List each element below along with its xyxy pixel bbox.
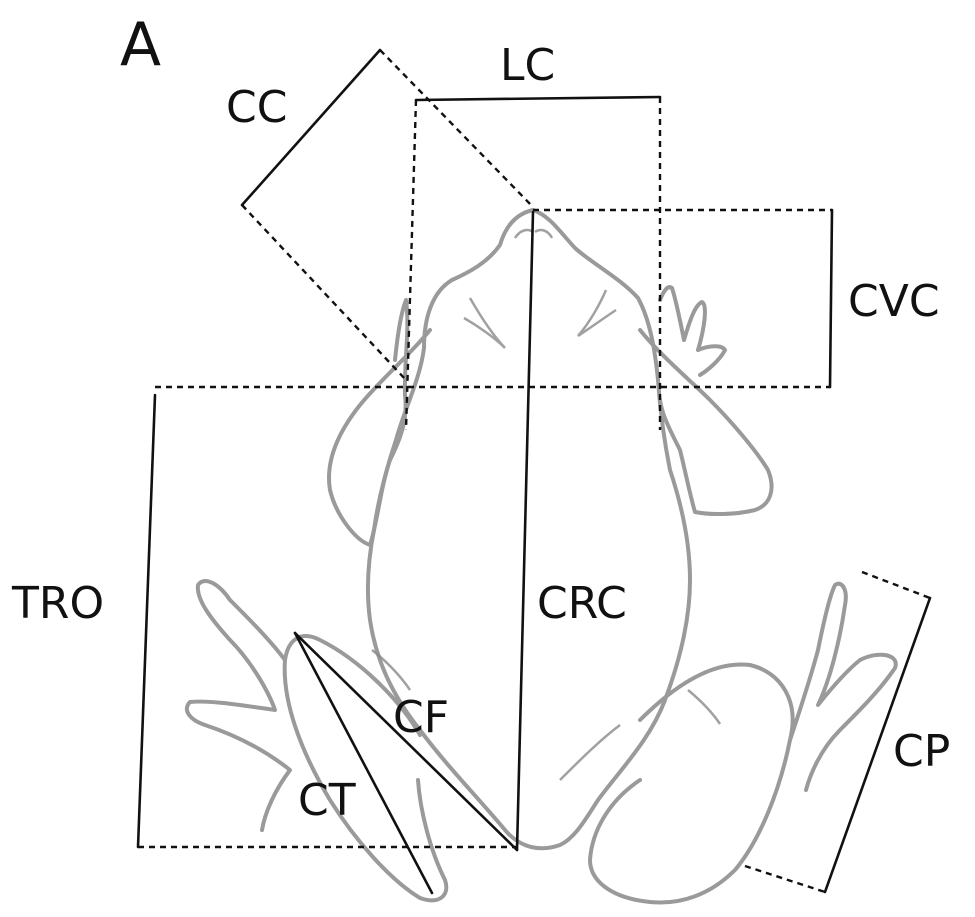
ct-line: [295, 633, 432, 893]
panel-label: A: [120, 10, 161, 80]
labels: A CC LC CVC TRO CRC CF CT CP: [11, 10, 950, 826]
frog-left-eye: [464, 298, 505, 348]
label-lc: LC: [500, 40, 555, 91]
frog-right-hindleg: [590, 584, 896, 903]
frog-illustration: [187, 210, 896, 903]
cvc-line: [830, 210, 832, 387]
cp-dash-top: [862, 572, 930, 598]
cp-dash-bottom: [745, 866, 825, 892]
cc-dash-bottom: [242, 205, 406, 380]
crc-line: [517, 212, 533, 850]
label-crc: CRC: [537, 578, 627, 629]
label-cc: CC: [226, 82, 287, 133]
label-cp: CP: [893, 726, 950, 777]
tro-line: [138, 395, 155, 847]
frog-right-eye: [578, 290, 616, 336]
label-cvc: CVC: [848, 276, 940, 327]
label-tro: TRO: [11, 578, 104, 629]
frog-left-arm: [329, 300, 430, 545]
measurement-lines: [138, 50, 930, 893]
label-ct: CT: [298, 775, 356, 826]
lc-line: [416, 97, 660, 100]
label-cf: CF: [393, 692, 449, 743]
